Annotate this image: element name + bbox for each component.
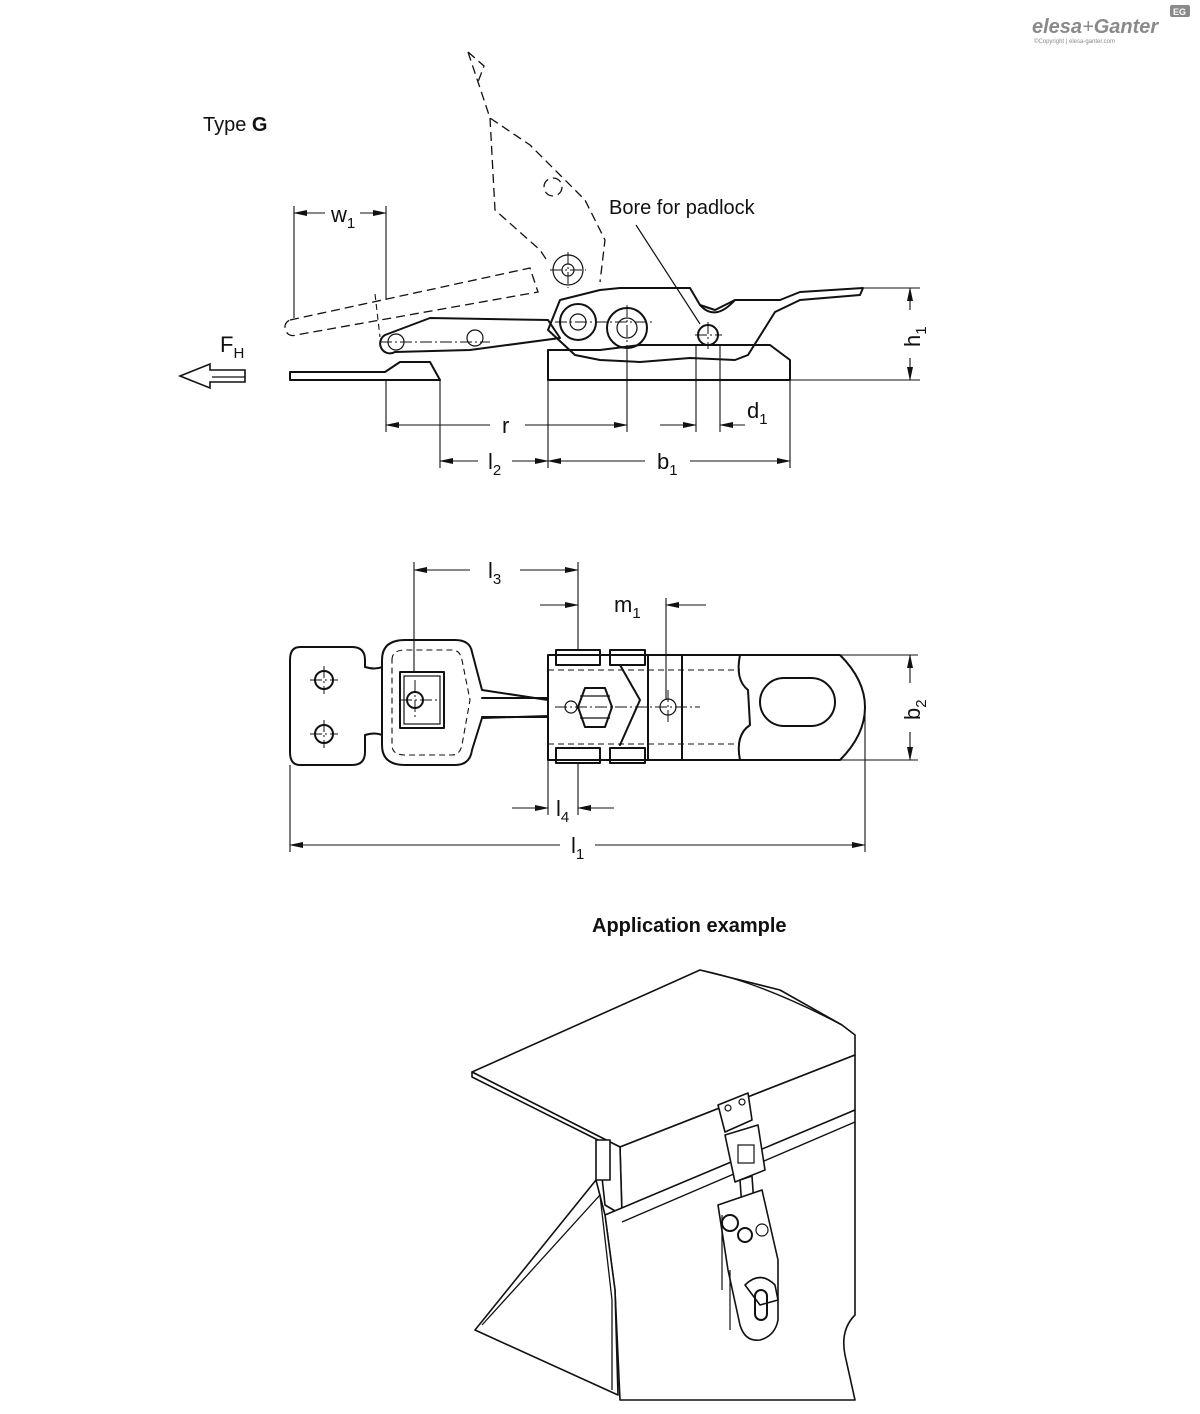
dim-r: r <box>502 413 509 438</box>
dim-l4: l4 <box>556 796 569 826</box>
base-plate <box>547 344 791 381</box>
open-hook <box>284 267 539 337</box>
dim-m1: m1 <box>614 592 641 622</box>
dim-l3: l3 <box>488 558 501 588</box>
dim-b1: b1 <box>657 449 678 479</box>
dim-fh: FH <box>220 332 244 362</box>
top-view-drawing <box>289 639 866 766</box>
padlock-slot <box>759 677 836 727</box>
padlock-bore-note: Bore for padlock <box>609 197 756 219</box>
app-catch-plate <box>717 1092 753 1133</box>
open-lever-hole <box>543 177 563 197</box>
dim-h1: h1 <box>900 326 930 347</box>
application-title: Application example <box>592 915 787 937</box>
top-view-dimensions: l3 m1 b2 l4 l1 <box>289 558 930 863</box>
dim-l2: l2 <box>488 449 501 479</box>
app-padlock-slot <box>754 1289 768 1321</box>
app-hook-loop <box>724 1124 766 1183</box>
catch-plate-top <box>289 646 383 766</box>
dim-l1: l1 <box>571 833 584 863</box>
brand-badge-icon <box>1170 5 1190 17</box>
brand-copyright: ©Copyright | elesa-ganter.com <box>1034 38 1115 45</box>
closed-hook <box>379 317 561 355</box>
box-side <box>474 1179 619 1396</box>
application-illustration <box>471 969 856 1401</box>
type-label: Type G <box>203 114 267 136</box>
padlock-leader <box>635 224 701 325</box>
side-view-dimensions: w1 FH h1 r d1 l2 b1 <box>177 202 930 479</box>
brand-badge: EG <box>1173 7 1186 17</box>
lid-side <box>471 1071 623 1216</box>
svg-text:elesa+Ganter: elesa+Ganter <box>1032 16 1159 38</box>
open-lever-outline <box>467 51 606 283</box>
catch-plate <box>289 361 441 381</box>
dim-w1: w1 <box>330 202 355 232</box>
force-arrow-icon <box>177 362 246 390</box>
side-view-drawing <box>284 51 864 381</box>
dim-b2: b2 <box>900 699 930 720</box>
dim-d1: d1 <box>747 398 768 428</box>
brand-logo: elesa+Ganter EG ©Copyright | elesa-gante… <box>1032 5 1190 45</box>
